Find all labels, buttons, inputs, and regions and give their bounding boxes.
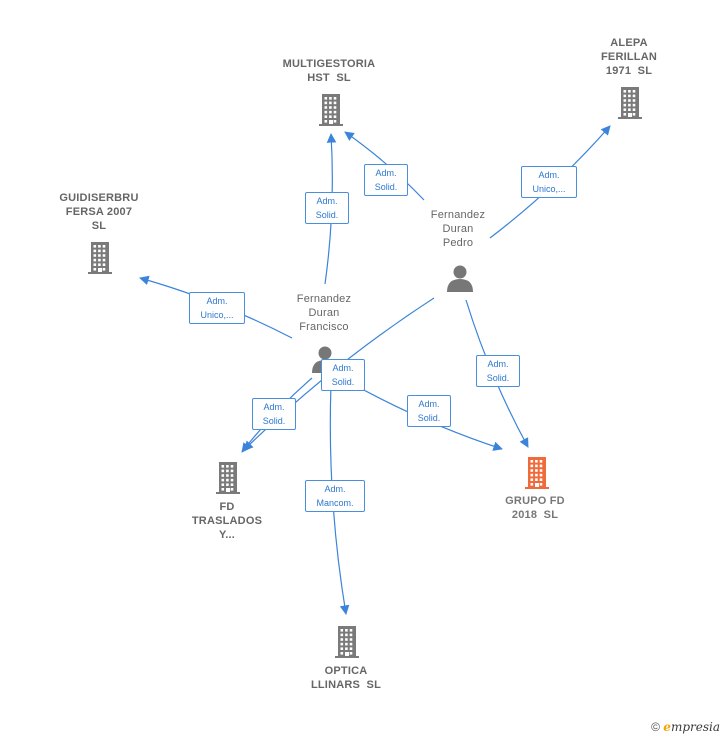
node-label-fd_traslados[interactable]: FD TRASLADOS Y... [167,500,287,542]
edge-label-line: Adm. [538,170,560,180]
node-label-line: GRUPO FD [505,495,565,507]
building-icon-alepa[interactable] [618,87,642,119]
edge-label-line: Mancom. [316,498,354,508]
brand-initial: e [663,720,671,734]
edge-label-line: Solid. [331,377,355,387]
edge-label-line: Unico,... [200,310,234,320]
node-label-line: OPTICA [324,665,368,677]
edge-label-francisco-grupo_fd[interactable]: Adm. Solid. [407,395,451,427]
node-label-line: 2018 SL [511,509,559,521]
copyright-symbol: © [651,720,660,734]
person-icon-pedro[interactable] [447,265,473,293]
edge-label-line: Solid. [315,210,339,220]
edge-label-francisco-fd_traslados[interactable]: Adm. Solid. [252,398,296,430]
edge-label-line: Adm. [324,484,346,494]
node-label-line: Duran [442,223,474,235]
edge-label-line: Unico,... [532,184,566,194]
footer: © empresia [651,720,720,734]
edge-label-line: Solid. [262,416,286,426]
edge-label-line: Adm. [375,168,397,178]
edge-label-line: Solid. [486,373,510,383]
node-label-multigestoria[interactable]: MULTIGESTORIA HST SL [269,57,389,85]
node-label-line: LLINARS SL [310,679,382,691]
edge-label-line: Solid. [417,413,441,423]
node-label-line: GUIDISERBRU [59,192,139,204]
brand-logo[interactable]: empresia [663,720,720,734]
building-icon-grupo_fd[interactable] [525,457,549,489]
node-label-line: FD [219,501,235,513]
building-icon-multigestoria[interactable] [319,94,343,126]
edge-label-francisco-optica[interactable]: Adm. Mancom. [305,480,365,512]
building-icon-optica[interactable] [335,626,359,658]
node-label-grupo_fd[interactable]: GRUPO FD 2018 SL [475,494,595,522]
brand-name: mpresia [670,720,720,734]
node-label-line: Y... [218,529,236,541]
building-icon-fd_traslados[interactable] [216,462,240,494]
node-label-line: SL [91,220,107,232]
edge-label-pedro-alepa[interactable]: Adm. Unico,... [521,166,577,198]
node-label-line: ALEPA [610,37,648,49]
node-label-line: Fernandez [430,209,486,221]
edge-label-line: Solid. [374,182,398,192]
edge-label-line: Adm. [487,359,509,369]
edge-label-francisco-multigestoria[interactable]: Adm. Solid. [305,192,349,224]
edge-label-line: Adm. [332,363,354,373]
edge-label-line: Adm. [316,196,338,206]
node-label-line: Duran [308,307,340,319]
edge-label-pedro-multigestoria[interactable]: Adm. Solid. [364,164,408,196]
edge-label-line: Adm. [418,399,440,409]
edge-label-line: Adm. [263,402,285,412]
building-icon-guidiserbru[interactable] [88,242,112,274]
edge-label-pedro-fd_traslados[interactable]: Adm. Solid. [321,359,365,391]
node-label-line: FERILLAN [601,51,657,63]
node-label-line: HST SL [307,72,351,84]
edge-label-line: Adm. [206,296,228,306]
node-label-line: TRASLADOS [191,515,263,527]
node-label-line: Fernandez [296,293,352,305]
edge-label-pedro-grupo_fd[interactable]: Adm. Solid. [476,355,520,387]
node-layer [88,87,642,658]
node-label-line: FERSA 2007 [65,206,133,218]
node-label-alepa[interactable]: ALEPA FERILLAN 1971 SL [569,36,689,78]
node-label-line: 1971 SL [605,65,653,77]
edge-label-francisco-guidiserbru[interactable]: Adm. Unico,... [189,292,245,324]
node-label-line: Pedro [442,237,474,249]
node-label-optica[interactable]: OPTICA LLINARS SL [286,664,406,692]
node-label-line: MULTIGESTORIA [282,58,376,70]
node-label-line: Francisco [299,321,349,333]
